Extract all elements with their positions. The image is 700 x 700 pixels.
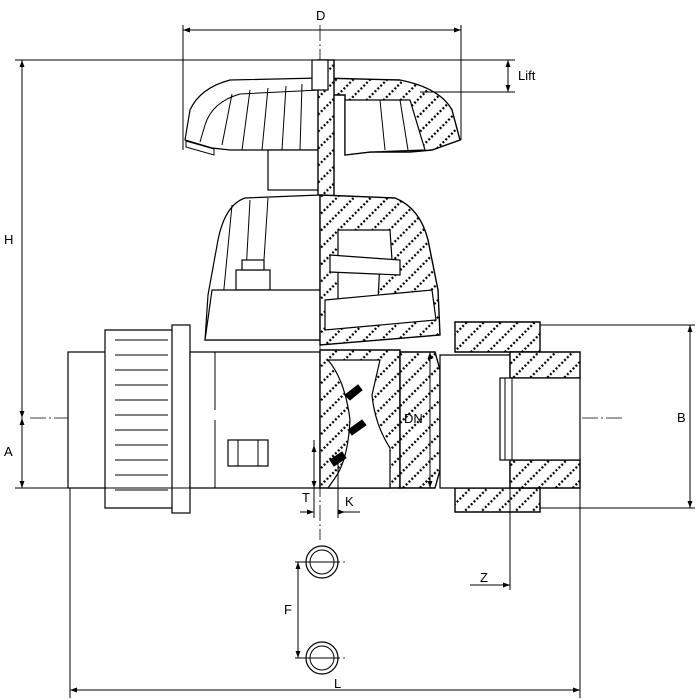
- dimension-labels: D Lift H A B DN T K Z F L: [4, 8, 686, 691]
- label-t: T: [302, 490, 310, 505]
- dimension-lines: [15, 25, 695, 698]
- label-a: A: [4, 444, 13, 459]
- body-right-section: [319, 321, 581, 513]
- body-left: [67, 324, 321, 514]
- label-b: B: [677, 410, 686, 425]
- bonnet: [204, 194, 441, 346]
- label-h: H: [4, 232, 13, 247]
- label-lift: Lift: [518, 68, 536, 83]
- bolt-head-bottom: [227, 439, 269, 467]
- label-l: L: [334, 676, 341, 691]
- label-d: D: [316, 8, 325, 23]
- handwheel: [184, 59, 461, 201]
- label-z: Z: [480, 570, 488, 585]
- label-k: K: [345, 494, 354, 509]
- mounting-holes: [300, 545, 345, 675]
- bolt-head-left: [235, 269, 271, 291]
- label-f: F: [284, 602, 292, 617]
- label-dn: DN: [404, 411, 423, 426]
